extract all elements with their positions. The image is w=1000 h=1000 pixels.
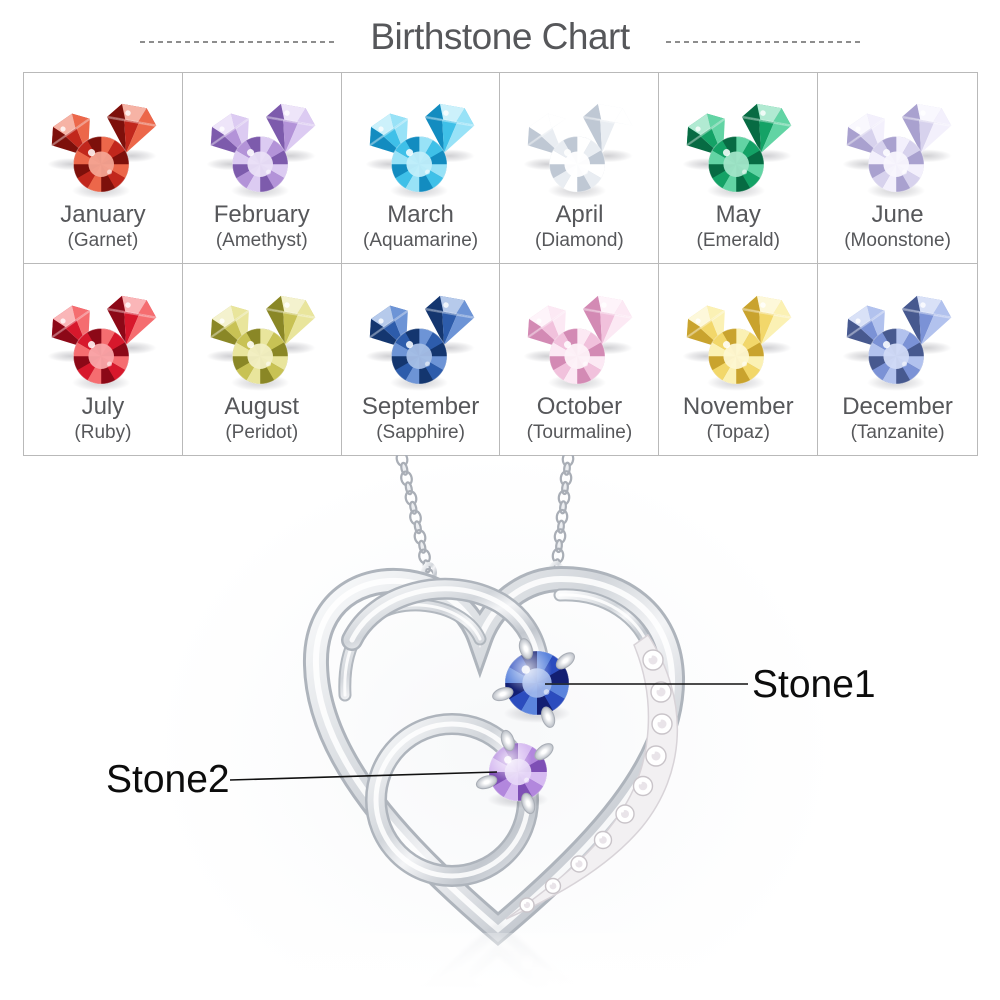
- month-name: June: [871, 201, 924, 229]
- month-name: January: [60, 201, 146, 229]
- month-name: July: [81, 393, 125, 421]
- stone-name: (Topaz): [706, 422, 770, 444]
- month-name: September: [361, 393, 480, 421]
- stone-name: (Emerald): [696, 230, 780, 252]
- tourmaline-gems-image: [523, 296, 634, 392]
- sapphire-gems-image: [365, 296, 475, 392]
- stone2-gem: [475, 729, 554, 815]
- reflection-fade: [0, 933, 1000, 1000]
- pendant-photo: Stone1 Stone2: [0, 455, 1000, 1000]
- stone1-gem: [492, 638, 575, 728]
- stone-name: (Moonstone): [844, 230, 951, 252]
- month-name: March: [387, 201, 454, 229]
- cell-february: February(Amethyst): [182, 73, 342, 264]
- cell-december: December(Tanzanite): [818, 264, 977, 455]
- cell-april: April(Diamond): [500, 73, 660, 264]
- amethyst-gems-image: [206, 104, 316, 200]
- stone-name: (Ruby): [74, 422, 132, 444]
- stone-name: (Tourmaline): [526, 422, 633, 444]
- month-name: October: [536, 393, 623, 421]
- stone-name: (Peridot): [225, 422, 299, 444]
- ruby-gems-image: [47, 296, 157, 392]
- emerald-gems-image: [682, 104, 792, 200]
- stone1-label: Stone1: [752, 663, 876, 706]
- cell-march: March(Aquamarine): [341, 73, 501, 264]
- crossing-band-highlight: [349, 586, 540, 657]
- header: Birthstone Chart: [0, 8, 1000, 66]
- title-dash-left: [140, 40, 335, 43]
- pave-diamonds: [519, 649, 673, 913]
- stone-name: (Garnet): [67, 230, 139, 252]
- garnet-gems-image: [47, 104, 157, 200]
- title-dash-right: [665, 40, 860, 43]
- peridot-gems-image: [206, 296, 316, 392]
- topaz-gems-image: [682, 296, 792, 392]
- stone-name: (Aquamarine): [363, 230, 479, 252]
- month-name: November: [682, 393, 794, 421]
- cell-may: May(Emerald): [659, 73, 819, 264]
- month-name: May: [715, 201, 761, 229]
- cell-july: July(Ruby): [24, 264, 183, 455]
- birthstone-grid: January(Garnet)February(Amethyst)March(A…: [23, 72, 978, 456]
- stone-name: (Sapphire): [376, 422, 465, 444]
- moonstone-gems-image: [842, 104, 952, 200]
- month-name: February: [213, 201, 310, 229]
- stone-name: (Amethyst): [215, 230, 308, 252]
- tanzanite-gems-image: [842, 296, 952, 392]
- stone-name: (Tanzanite): [850, 422, 945, 444]
- cell-september: September(Sapphire): [341, 264, 501, 455]
- stone2-label: Stone2: [106, 758, 230, 801]
- month-name: December: [842, 393, 953, 421]
- cell-august: August(Peridot): [182, 264, 342, 455]
- cell-june: June(Moonstone): [818, 73, 977, 264]
- month-name: August: [224, 393, 300, 421]
- cell-october: October(Tourmaline): [500, 264, 660, 455]
- diamond-gems-image: [523, 104, 634, 200]
- month-name: April: [555, 201, 604, 229]
- stone2-callout-line: [229, 771, 498, 781]
- aquamarine-gems-image: [365, 104, 475, 200]
- cell-november: November(Topaz): [659, 264, 819, 455]
- birthstone-chart-title: Birthstone Chart: [370, 16, 630, 57]
- cell-january: January(Garnet): [24, 73, 183, 264]
- stone-name: (Diamond): [535, 230, 624, 252]
